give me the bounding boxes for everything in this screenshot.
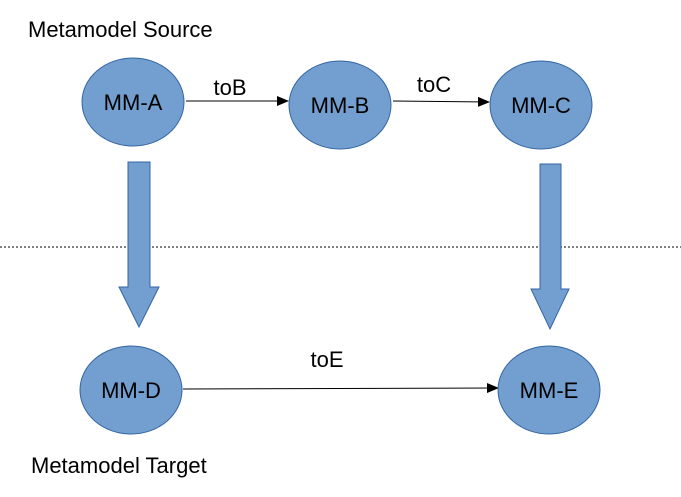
- edge-b-to-c: [392, 96, 490, 107]
- edge-label-toe: toE: [310, 347, 343, 372]
- metamodel-source-label: Metamodel Source: [28, 17, 213, 42]
- node-mm-a-label: MM-A: [104, 90, 163, 115]
- node-mm-a[interactable]: MM-A: [81, 57, 185, 147]
- node-mm-c[interactable]: MM-C: [489, 60, 593, 150]
- edge-label-tob: toB: [213, 75, 246, 100]
- node-mm-e-label: MM-E: [520, 378, 579, 403]
- node-mm-b[interactable]: MM-B: [288, 60, 392, 150]
- edge-label-toc: toC: [417, 72, 451, 97]
- edge-d-to-e: [182, 383, 499, 394]
- transform-arrow-c-to-e: [530, 163, 570, 331]
- node-mm-d-label: MM-D: [101, 378, 161, 403]
- node-mm-d[interactable]: MM-D: [79, 345, 183, 435]
- node-mm-e[interactable]: MM-E: [497, 345, 601, 435]
- transform-arrow-a-to-d: [118, 161, 160, 329]
- node-mm-c-label: MM-C: [511, 93, 571, 118]
- node-mm-b-label: MM-B: [311, 93, 370, 118]
- metamodel-target-label: Metamodel Target: [31, 453, 207, 478]
